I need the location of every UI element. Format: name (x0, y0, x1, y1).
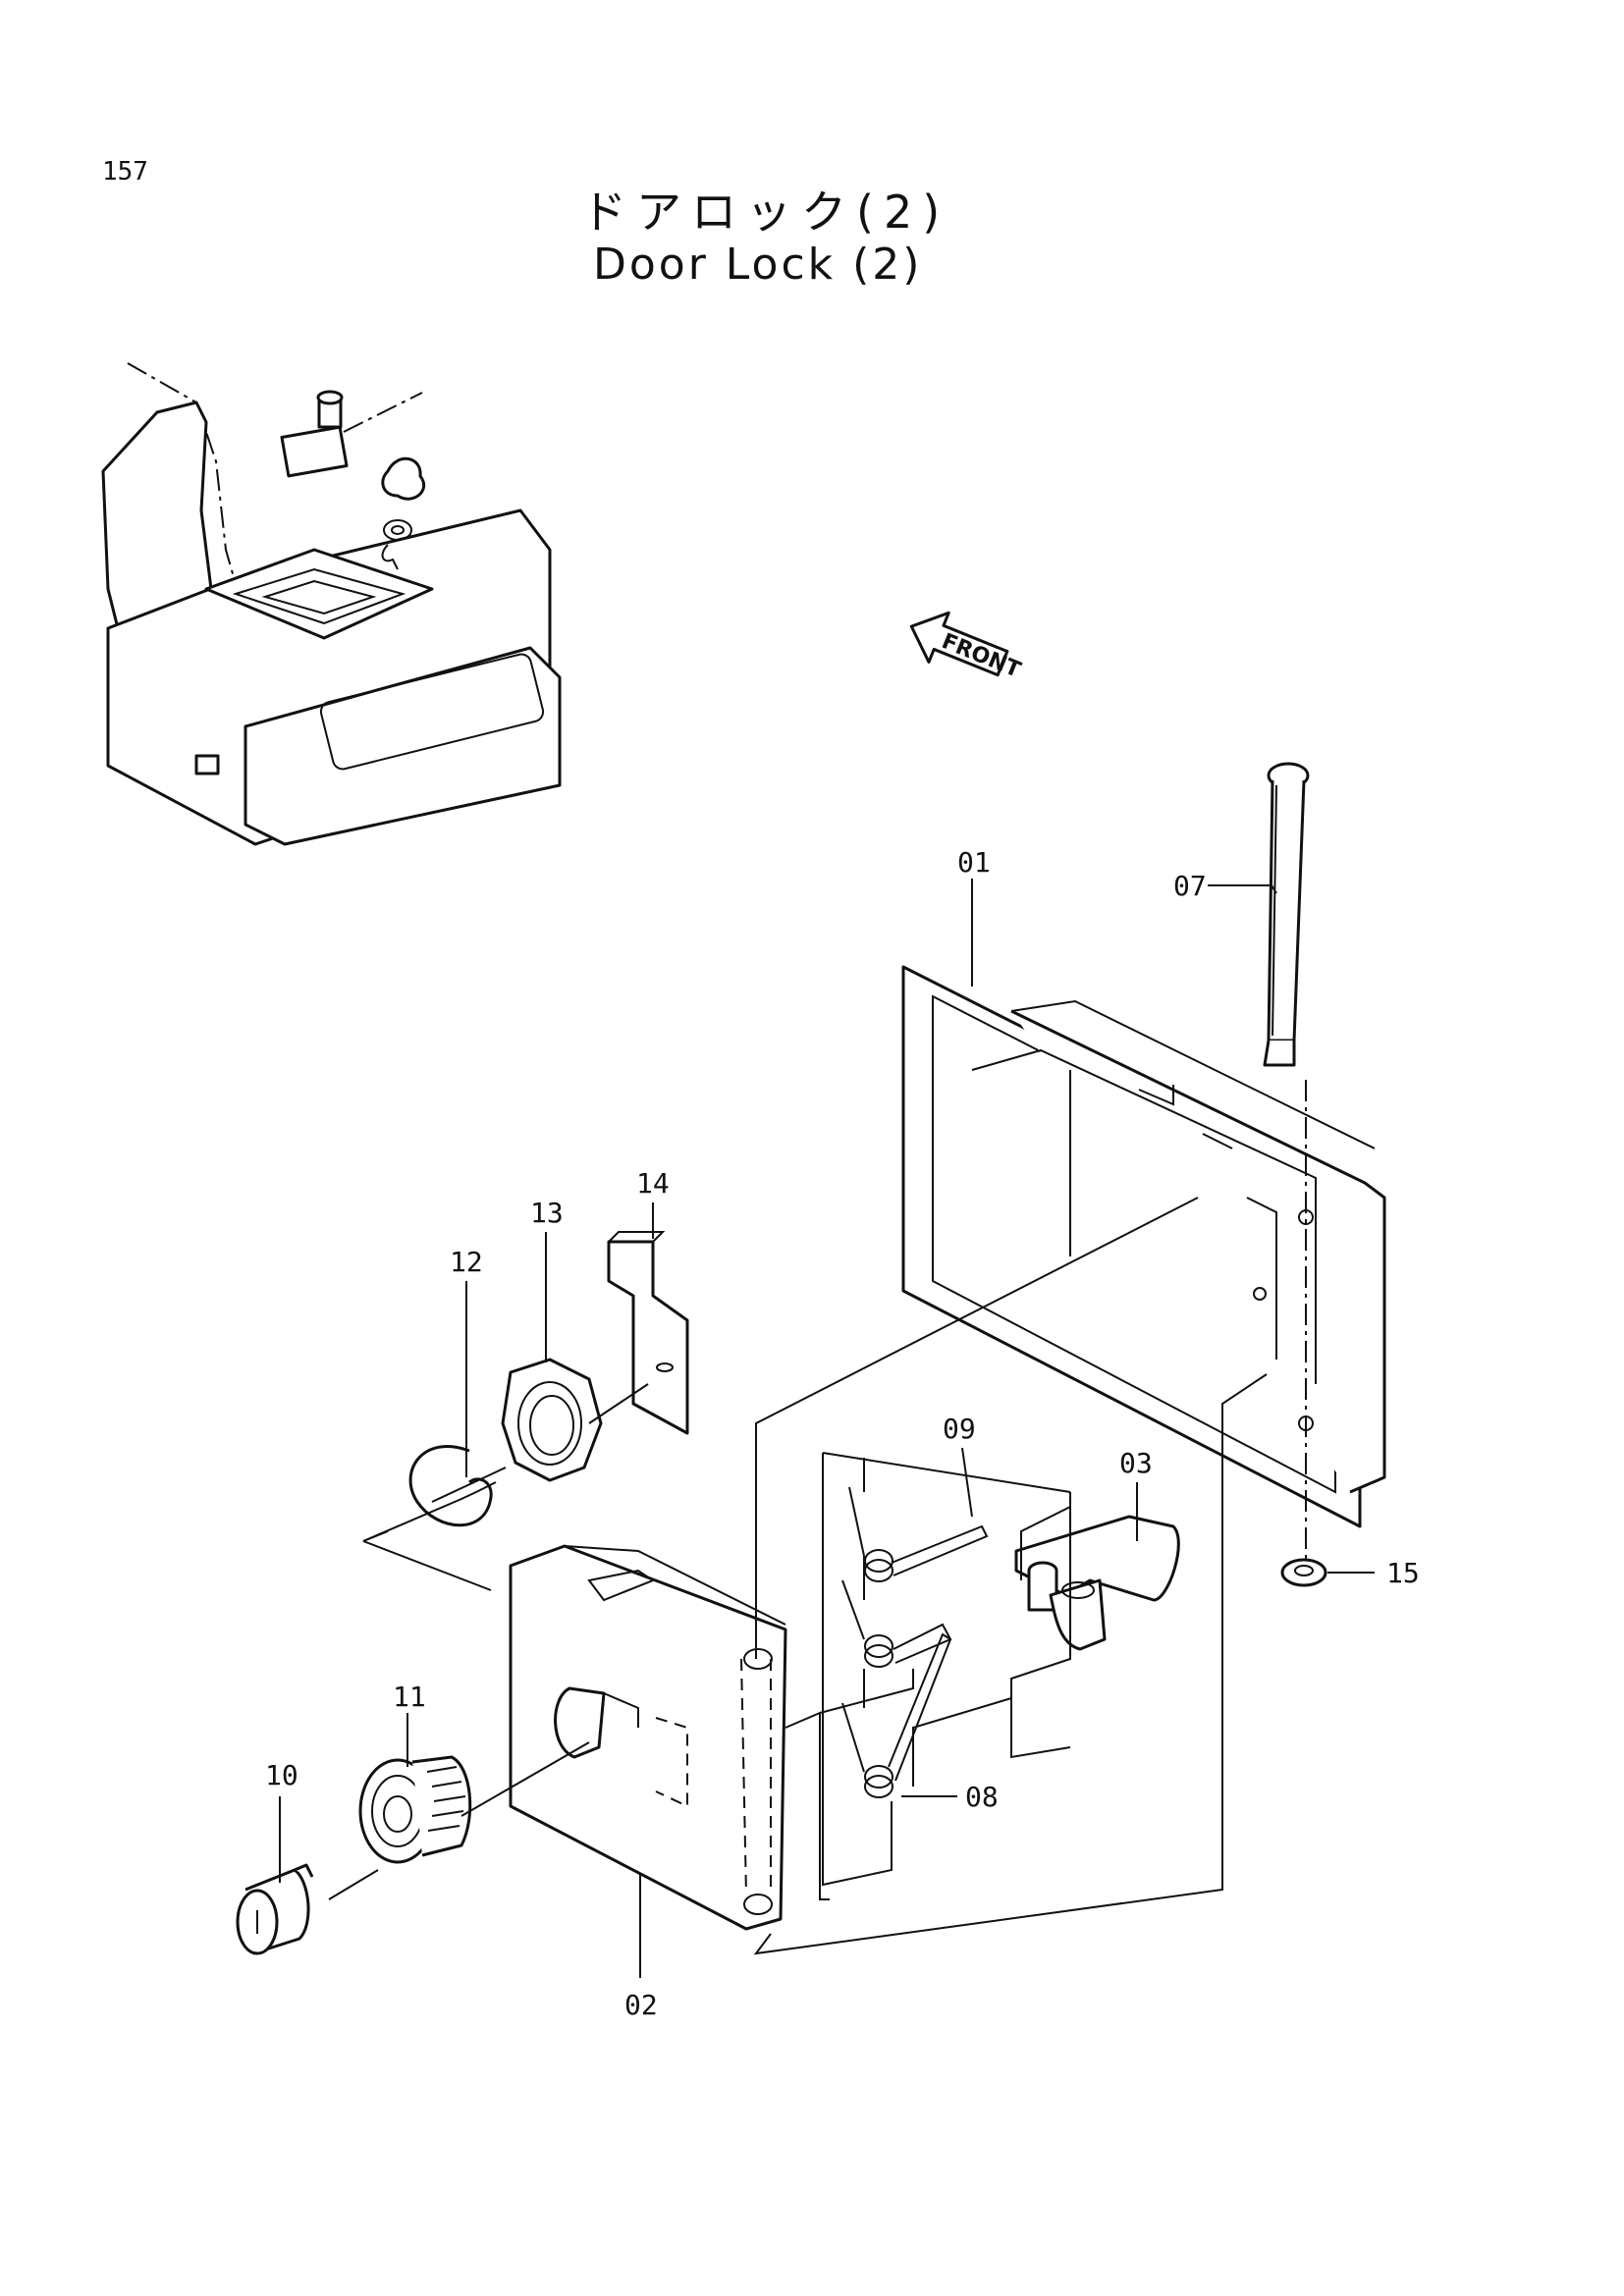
callout-leaders (279, 879, 1375, 1978)
part-07-pin (1263, 762, 1310, 1561)
assembly-lines (328, 1197, 1268, 1955)
part-14-plate (607, 1231, 689, 1435)
part-08-spring (841, 1579, 952, 1798)
cab-overview-illustration (101, 362, 562, 846)
part-12-snap-ring (408, 1445, 493, 1527)
part-02-lock-body (509, 1544, 787, 1931)
callout-08: 08 (965, 1781, 999, 1813)
front-direction-arrow: FRONT (909, 611, 1024, 683)
callout-07: 07 (1173, 870, 1207, 902)
part-10-key-cylinder (236, 1863, 314, 1955)
part-13-nut (501, 1358, 603, 1482)
callout-09: 09 (943, 1413, 976, 1445)
part-03-lever (1014, 1515, 1180, 1651)
callout-14: 14 (636, 1167, 670, 1200)
part-09-spring (848, 1486, 989, 1582)
page-number: 157 (102, 157, 148, 187)
title-japanese: ドアロック(2) (581, 186, 950, 239)
callout-13: 13 (530, 1197, 564, 1229)
callout-11: 11 (393, 1681, 426, 1713)
part-01-lock-case (901, 965, 1386, 1528)
callout-15: 15 (1386, 1557, 1420, 1589)
callout-02: 02 (624, 1989, 658, 2021)
callout-03: 03 (1119, 1447, 1153, 1479)
front-label: FRONT (938, 629, 1023, 683)
title-english: Door Lock (2) (593, 240, 923, 290)
callout-01: 01 (957, 846, 991, 879)
part-15-clip (1280, 1558, 1327, 1587)
callout-12: 12 (450, 1246, 483, 1278)
part-11-lock-cylinder (358, 1755, 472, 1864)
callout-10: 10 (265, 1759, 298, 1791)
